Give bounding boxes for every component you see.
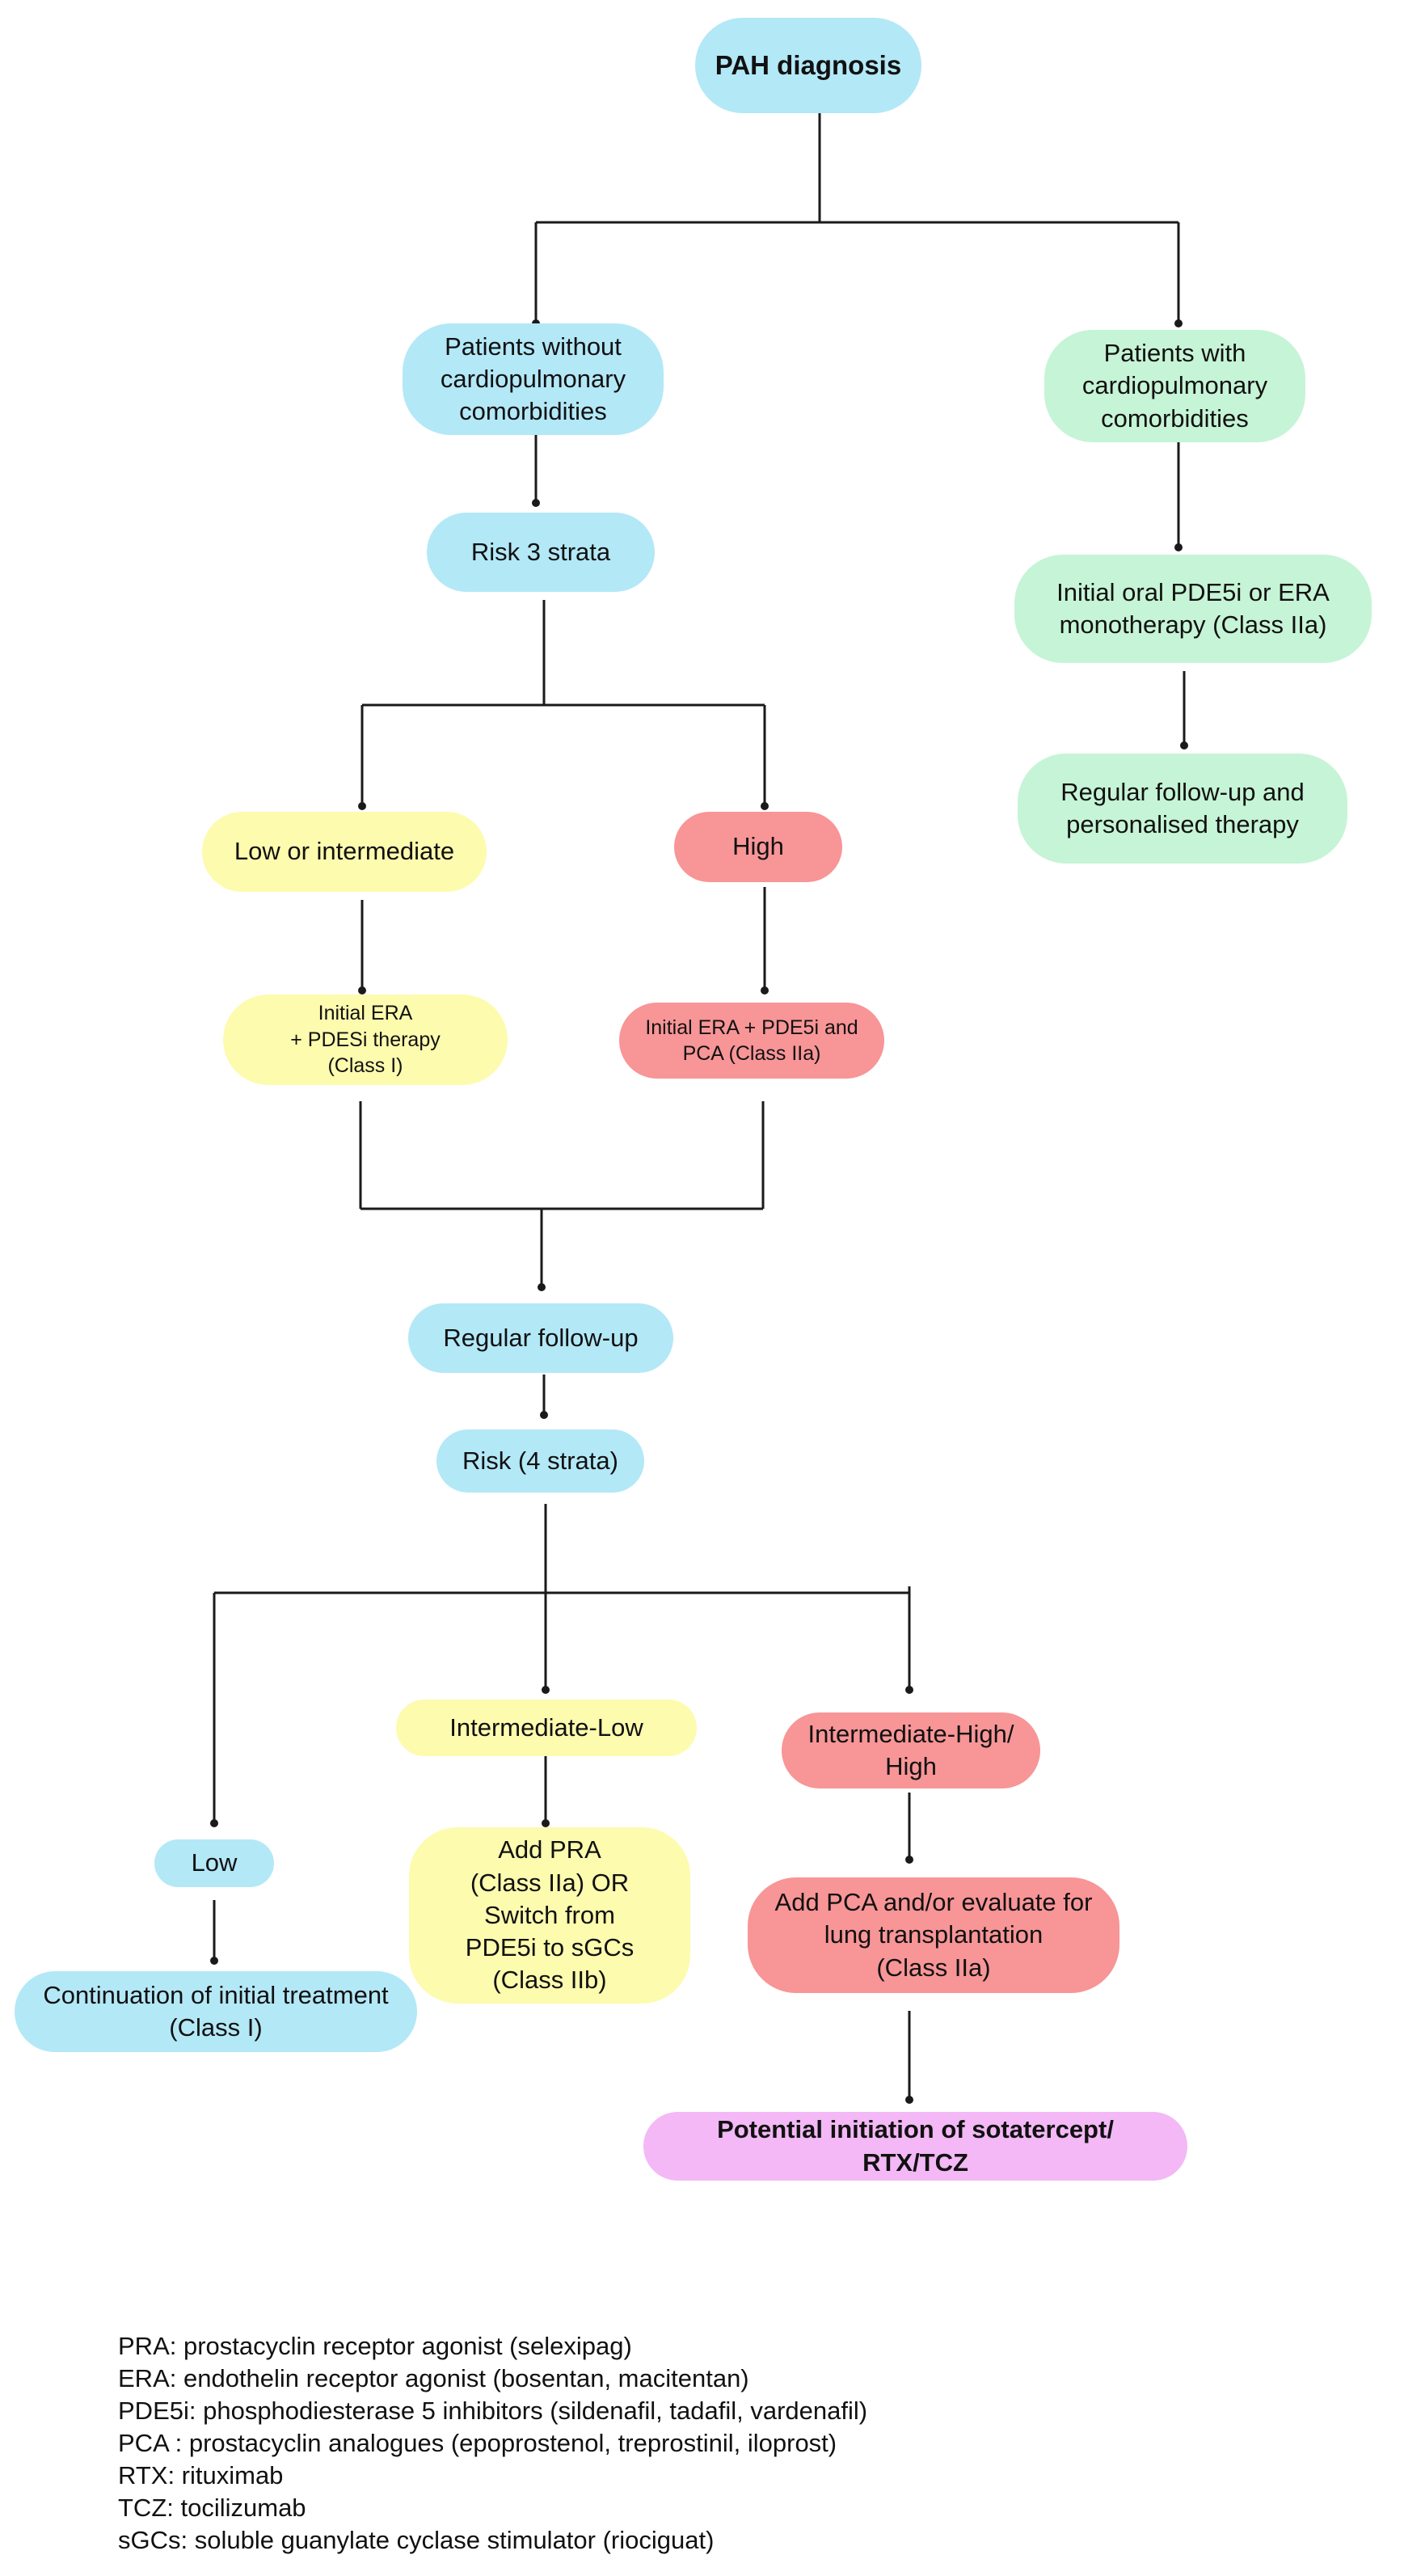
regular-follow-up-node: Regular follow-up [408, 1303, 673, 1373]
legend-item: PCA : prostacyclin analogues (epoprosten… [118, 2429, 837, 2457]
add-pra-node: Add PRA (Class IIa) OR Switch from PDE5i… [409, 1827, 690, 2004]
initial-oral-monotherapy-node: Initial oral PDE5i or ERA monotherapy (C… [1014, 555, 1372, 663]
legend-item: PRA: prostacyclin receptor agonist (sele… [118, 2332, 632, 2360]
low-or-intermediate-node: Low or intermediate [202, 812, 487, 892]
pah-diagnosis-node: PAH diagnosis [695, 18, 921, 113]
connector-dot [1174, 319, 1183, 327]
connector-dot [761, 986, 769, 995]
followup-personalised-therapy-node: Regular follow-up and personalised thera… [1018, 754, 1347, 864]
connector-dot [905, 2096, 913, 2104]
connector-dot [532, 499, 540, 507]
intermediate-low-node: Intermediate-Low [396, 1700, 697, 1756]
connector-dot [358, 986, 366, 995]
initial-era-pde-pca-node: Initial ERA + PDE5i and PCA (Class IIa) [619, 1003, 884, 1079]
sotatercept-node: Potential initiation of sotatercept/ RTX… [643, 2112, 1187, 2181]
continuation-initial-treatment-node: Continuation of initial treatment (Class… [15, 1971, 417, 2052]
high-risk-node: High [674, 812, 842, 882]
intermediate-high-node: Intermediate-High/ High [782, 1712, 1040, 1788]
connector-dot [905, 1686, 913, 1694]
initial-era-pde-therapy-node: Initial ERA + PDESi therapy (Class I) [223, 995, 508, 1085]
patients-without-comorbidities-node: Patients without cardiopulmonary comorbi… [403, 323, 664, 435]
risk-4-strata-node: Risk (4 strata) [436, 1429, 644, 1493]
connector-dot [1180, 741, 1188, 750]
connector-dot [905, 1856, 913, 1864]
connector-dot [761, 802, 769, 810]
add-pca-node: Add PCA and/or evaluate for lung transpl… [748, 1877, 1119, 1993]
low-risk-node: Low [154, 1839, 274, 1887]
legend-item: sGCs: soluble guanylate cyclase stimulat… [118, 2526, 715, 2554]
legend-item: RTX: rituximab [118, 2461, 284, 2489]
risk-3-strata-node: Risk 3 strata [427, 513, 655, 592]
abbreviations-legend: PRA: prostacyclin receptor agonist (sele… [118, 2330, 1250, 2557]
connector-dot [210, 1957, 218, 1965]
connector-dot [542, 1819, 550, 1827]
legend-item: PDE5i: phosphodiesterase 5 inhibitors (s… [118, 2397, 868, 2425]
legend-item: TCZ: tocilizumab [118, 2494, 306, 2522]
patients-with-comorbidities-node: Patients with cardiopulmonary comorbidit… [1044, 330, 1305, 442]
connector-dot [540, 1411, 548, 1419]
connector-dot [542, 1686, 550, 1694]
connector-dot [210, 1819, 218, 1827]
legend-item: ERA: endothelin receptor agonist (bosent… [118, 2364, 749, 2392]
connector-dot [1174, 543, 1183, 551]
connector-dot [358, 802, 366, 810]
connector-dot [538, 1283, 546, 1291]
